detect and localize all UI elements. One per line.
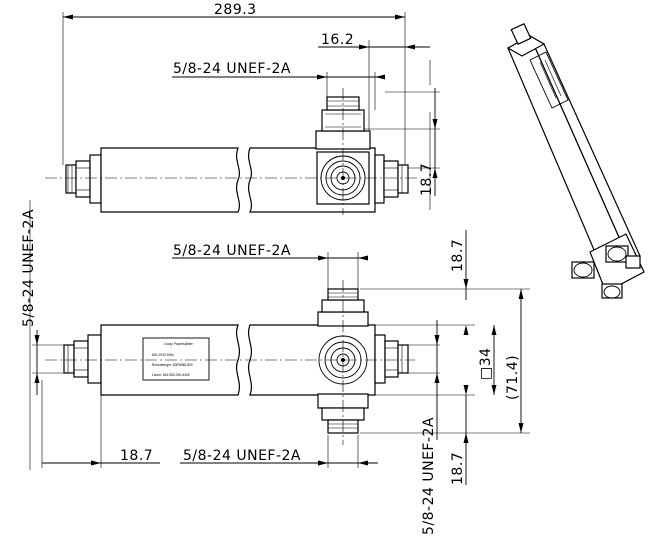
front-view: 5/8-24 UNEF-2A 5/8-24 UNEF-2A 18.7 □34 (… <box>21 200 530 535</box>
label-line-3: Rosenberger: 83PWN6-800 <box>152 363 193 367</box>
iso-label-plate <box>529 51 569 109</box>
dim-bottom-height-upper: 18.7 <box>450 239 466 272</box>
dim-left-offset: 18.7 <box>120 448 153 464</box>
dim-thread-right-vertical: 5/8-24 UNEF-2A <box>421 417 437 535</box>
dim-thread-bottom-view-top: 5/8-24 UNEF-2A <box>173 243 291 259</box>
dim-thread-bottom-view-bottom: 5/8-24 UNEF-2A <box>183 448 301 464</box>
dim-thread-left-vertical: 5/8-24 UNEF-2A <box>21 209 37 327</box>
dim-overall-height-ref: (71.4) <box>505 355 521 400</box>
top-view: 289.3 16.2 5/8-24 UNEF-2A 18.7 <box>45 2 440 215</box>
isometric-view <box>506 22 645 299</box>
label-line-4: Lieom: 546 083-290-4400 <box>152 373 190 377</box>
label-line-1: 4-way Powersplitter <box>164 342 194 346</box>
product-label-plate <box>142 337 210 381</box>
dim-bottom-height-lower: 18.7 <box>450 452 466 485</box>
dim-overall-length: 289.3 <box>214 2 257 18</box>
dim-square-body: □34 <box>478 347 494 380</box>
label-line-2: 800-2200 MHz <box>152 353 174 357</box>
dim-port-offset: 16.2 <box>321 32 354 48</box>
dim-thread-top-view: 5/8-24 UNEF-2A <box>173 61 291 77</box>
dim-side-height-top: 18.7 <box>419 163 435 196</box>
